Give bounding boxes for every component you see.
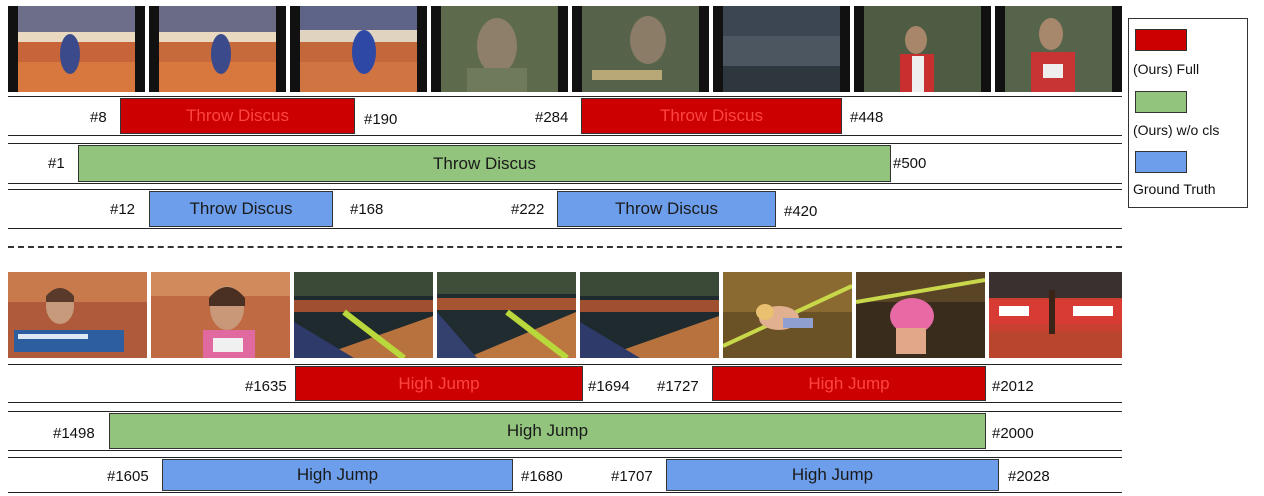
bottom-wocls-seg1-bar: High Jump <box>109 413 986 449</box>
top-frame-3 <box>290 6 427 92</box>
legend-label-gt: Ground Truth <box>1133 181 1216 197</box>
bottom-full-seg2-bar: High Jump <box>712 366 986 401</box>
legend-swatch-gt <box>1135 151 1187 173</box>
top-full-seg2-bar: Throw Discus <box>581 98 842 134</box>
top-gt-seg1-bar: Throw Discus <box>149 191 333 227</box>
bottom-full-seg1-end: #1694 <box>588 378 630 395</box>
bottom-gt-seg1-start: #1605 <box>107 468 149 485</box>
bottom-full-seg1-start: #1635 <box>245 378 287 395</box>
bottom-gt-seg1-end: #1680 <box>521 468 563 485</box>
bottom-frame-4 <box>437 272 576 358</box>
top-frame-5 <box>572 6 709 92</box>
bottom-gt-seg2-label: High Jump <box>791 465 874 484</box>
top-gt-seg1-end: #168 <box>350 201 384 218</box>
top-frame-4 <box>431 6 568 92</box>
section-divider <box>8 246 1122 248</box>
top-wocls-seg1-end: #500 <box>893 155 927 172</box>
bottom-wocls-row-bottom-line <box>8 450 1122 451</box>
top-wocls-seg1-start: #1 <box>48 155 65 172</box>
bottom-full-seg1-bar: High Jump <box>295 366 583 401</box>
legend-label-full: (Ours) Full <box>1133 61 1200 77</box>
bottom-frame-6 <box>723 272 852 358</box>
bottom-frame-1 <box>8 272 147 358</box>
bottom-full-seg2-end: #2012 <box>992 378 1034 395</box>
bottom-wocls-seg1-end: #2000 <box>992 425 1034 442</box>
top-gt-seg2-start: #222 <box>511 201 545 218</box>
bottom-gt-row-bottom-line <box>8 492 1122 493</box>
bottom-gt-seg2-start: #1707 <box>611 468 653 485</box>
top-gt-seg2-end: #420 <box>784 203 818 220</box>
top-full-seg1-label: Throw Discus <box>186 106 289 125</box>
top-full-row-top-line <box>8 96 1122 97</box>
top-wocls-row-top-line <box>8 143 1122 144</box>
bottom-full-seg2-start: #1727 <box>657 378 699 395</box>
bottom-wocls-seg1-label: High Jump <box>506 421 589 440</box>
top-frame-8 <box>995 6 1122 92</box>
top-gt-row-top-line <box>8 189 1122 190</box>
bottom-gt-seg1-bar: High Jump <box>162 459 513 491</box>
bottom-full-seg1-label: High Jump <box>398 373 480 393</box>
bottom-frame-5 <box>580 272 719 358</box>
legend-swatch-full <box>1135 29 1187 51</box>
top-frame-6 <box>713 6 850 92</box>
top-full-seg1-bar: Throw Discus <box>120 98 355 134</box>
top-gt-seg1-start: #12 <box>110 201 136 218</box>
top-full-seg2-end: #448 <box>850 109 884 126</box>
top-frame-2 <box>149 6 286 92</box>
bottom-frame-3 <box>294 272 433 358</box>
bottom-frame-8 <box>989 272 1122 358</box>
top-full-seg2-label: Throw Discus <box>660 106 763 125</box>
top-gt-seg1-label: Throw Discus <box>189 199 293 218</box>
bottom-full-row-bottom-line <box>8 402 1122 403</box>
bottom-frame-7 <box>856 272 985 358</box>
bottom-gt-seg2-bar: High Jump <box>666 459 999 491</box>
bottom-full-row-top-line <box>8 364 1122 365</box>
bottom-full-seg2-label: High Jump <box>808 373 890 393</box>
top-gt-seg2-label: Throw Discus <box>615 199 718 218</box>
legend-swatch-wocls <box>1135 91 1187 113</box>
bottom-wocls-seg1-start: #1498 <box>53 425 95 442</box>
top-full-seg2-start: #284 <box>535 109 569 126</box>
top-wocls-row-bottom-line <box>8 183 1122 184</box>
bottom-gt-row-top-line <box>8 457 1122 458</box>
bottom-gt-seg1-label: High Jump <box>296 465 379 484</box>
top-wocls-seg1-bar: Throw Discus <box>78 145 891 182</box>
top-full-seg1-start: #8 <box>90 109 107 126</box>
bottom-frame-2 <box>151 272 290 358</box>
top-frame-7 <box>854 6 991 92</box>
top-full-row-bottom-line <box>8 135 1122 136</box>
top-wocls-seg1-label: Throw Discus <box>433 153 536 173</box>
legend: (Ours) Full (Ours) w/o cls Ground Truth <box>1128 18 1248 208</box>
bottom-gt-seg2-end: #2028 <box>1008 468 1050 485</box>
legend-label-wocls: (Ours) w/o cls <box>1133 122 1220 138</box>
top-gt-row-bottom-line <box>8 228 1122 229</box>
top-frame-1 <box>8 6 145 92</box>
top-full-seg1-end: #190 <box>364 111 398 128</box>
bottom-wocls-row-top-line <box>8 411 1122 412</box>
top-gt-seg2-bar: Throw Discus <box>557 191 776 227</box>
